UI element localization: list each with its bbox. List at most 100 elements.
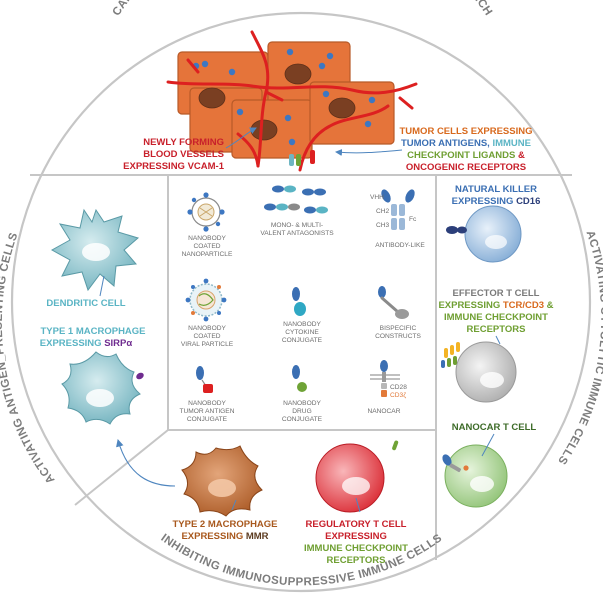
vessels-arrow <box>225 127 257 149</box>
antagonists-caption: MONO- & MULTI- VALENT ANTAGONISTS <box>260 222 334 237</box>
blood-vessels <box>166 30 418 172</box>
treg-line-2: EXPRESSING <box>325 531 387 542</box>
caption-line: CONJUGATE <box>187 416 228 423</box>
dendritic-label: DENDRITIC CELL <box>46 298 125 309</box>
tumor-antigen-dots <box>192 48 376 146</box>
antagonist-constructs <box>264 185 328 214</box>
tumor-line-2: TUMOR ANTIGENS, IMMUNE <box>401 138 531 149</box>
nanocar-t-pointer <box>481 433 495 457</box>
vessels-label: NEWLY FORMING BLOOD VESSELS EXPRESSING V… <box>123 137 225 172</box>
effector-pointer <box>495 335 501 345</box>
caption-line: NANOBODY <box>283 400 321 407</box>
arc-title-top: CANCER CELLS: ONCOGENIC SIGNALING, DELIV… <box>111 0 495 18</box>
effector-line-2: EXPRESSING TCR/CD3 & <box>438 300 553 311</box>
caption-line: CONJUGATE <box>282 416 323 423</box>
nk-label: NATURAL KILLER EXPRESSING CD16 <box>452 184 541 207</box>
nanocar-part-labels: CD28 CD3ζ <box>390 384 407 399</box>
mmr-text: MMR <box>246 531 269 542</box>
amp-text: & <box>518 150 525 161</box>
caption-line: COATED <box>194 333 221 340</box>
tumor-receptors <box>289 150 315 166</box>
caption-line: COATED <box>194 243 221 250</box>
macrophage2-line-1: TYPE 2 MACROPHAGE <box>172 519 277 530</box>
viral-caption: NANOBODY COATED VIRAL PARTICLE <box>181 325 234 348</box>
caption-line: NANOBODY <box>188 325 226 332</box>
polarization-arrow <box>116 438 176 487</box>
tumor-antigen-caption: NANOBODY TUMOR ANTIGEN CONJUGATE <box>180 400 235 423</box>
caption-line: MONO- & MULTI- <box>271 222 323 229</box>
bispecific-caption: BISPECIFIC CONSTRUCTS <box>375 325 421 340</box>
macrophage1-line-2: EXPRESSING SIRPα <box>40 338 133 349</box>
immune-text: IMMUNE <box>492 138 531 149</box>
tumor-cells-label: TUMOR CELLS EXPRESSING TUMOR ANTIGENS, I… <box>399 126 532 173</box>
caption-line: DRUG <box>292 408 311 415</box>
antibody-like-caption: ANTIBODY-LIKE <box>375 242 425 249</box>
nanocar-t-cell <box>442 444 508 508</box>
arc-title-right: ACTIVATING CYTOLYTIC IMMUNE CELLS <box>555 229 603 466</box>
nk-line-1: NATURAL KILLER <box>455 184 537 195</box>
dendritic-pointer <box>99 275 105 297</box>
macrophage2-expressing: EXPRESSING <box>181 531 243 542</box>
tumor-arrow <box>335 149 403 156</box>
ch3-label: CH3 <box>376 222 390 229</box>
type1-macrophage <box>61 351 144 425</box>
caption-line: VALENT ANTAGONISTS <box>260 230 334 237</box>
nanoparticle <box>187 192 225 232</box>
viral-particle <box>185 278 227 322</box>
cd16-text: CD16 <box>516 196 540 207</box>
effector-amp: & <box>547 300 554 311</box>
vhh-label: VHH <box>370 194 384 201</box>
effector-line-3: IMMUNE CHECKPOINT <box>444 312 548 323</box>
regulatory-t-cell <box>315 440 399 513</box>
macrophage1-line-1: TYPE 1 MACROPHAGE <box>40 326 145 337</box>
caption-line: NANOBODY <box>283 321 321 328</box>
fc-label: Fc <box>409 216 417 223</box>
treg-label: REGULATORY T CELL EXPRESSING IMMUNE CHEC… <box>304 519 408 566</box>
natural-killer-cell <box>446 205 522 263</box>
bispecific-construct <box>378 286 409 319</box>
tcr-cd3-text: TCR/CD3 <box>503 300 544 311</box>
tumor-line-4: ONCOGENIC RECEPTORS <box>406 162 526 173</box>
type2-macrophage <box>181 445 263 517</box>
caption-line: NANOBODY <box>188 235 226 242</box>
nanoparticle-caption: NANOBODY COATED NANOPARTICLE <box>182 235 233 258</box>
treg-line-1: REGULATORY T CELL <box>306 519 407 530</box>
vessels-line-1: NEWLY FORMING <box>143 137 224 148</box>
macrophage2-line-2: EXPRESSING MMR <box>181 531 268 542</box>
ch2-label: CH2 <box>376 208 390 215</box>
tumor-antigens-text: TUMOR ANTIGENS, <box>401 138 490 149</box>
arc-title-left: ACTIVATING ANTIGEN_PRESENTING CELLS <box>0 231 57 485</box>
checkpoint-ligands-text: CHECKPOINT LIGANDS <box>407 150 515 161</box>
vessels-line-2: BLOOD VESSELS <box>143 149 224 160</box>
caption-line: BISPECIFIC <box>380 325 417 332</box>
tumor-line-3: CHECKPOINT LIGANDS & <box>407 150 525 161</box>
drug-conjugate <box>292 365 307 392</box>
cytokine-caption: NANOBODY CYTOKINE CONJUGATE <box>282 321 323 344</box>
treg-line-3: IMMUNE CHECKPOINT <box>304 543 408 554</box>
macrophage1-label: TYPE 1 MACROPHAGE EXPRESSING SIRPα <box>40 326 146 349</box>
caption-line: CONSTRUCTS <box>375 333 421 340</box>
nk-line-2: EXPRESSING CD16 <box>452 196 541 207</box>
tumor-line-1: TUMOR CELLS EXPRESSING <box>399 126 532 137</box>
caption-line: CYTOKINE <box>285 329 319 336</box>
antibody-like <box>381 189 415 230</box>
caption-line: NANOPARTICLE <box>182 251 233 258</box>
cd28-label: CD28 <box>390 384 407 391</box>
cytokine-conjugate <box>292 287 306 316</box>
sirpa-text: SIRPα <box>104 338 132 349</box>
drug-caption: NANOBODY DRUG CONJUGATE <box>282 400 323 423</box>
nanocar-t-label: NANOCAR T CELL <box>452 422 537 433</box>
outer-circle <box>10 11 592 593</box>
caption-line: TUMOR ANTIGEN <box>180 408 235 415</box>
treg-line-4: RECEPTORS <box>327 555 386 566</box>
effector-line-1: EFFECTOR T CELL <box>453 288 540 299</box>
macrophage1-expressing: EXPRESSING <box>40 338 102 349</box>
treg-pointer <box>355 497 361 513</box>
nanocar-construct <box>370 360 400 397</box>
caption-line: NANOBODY <box>188 400 226 407</box>
dendritic-cell <box>50 208 140 292</box>
divider-bottom-left <box>74 429 169 506</box>
nk-expressing: EXPRESSING <box>452 196 514 207</box>
